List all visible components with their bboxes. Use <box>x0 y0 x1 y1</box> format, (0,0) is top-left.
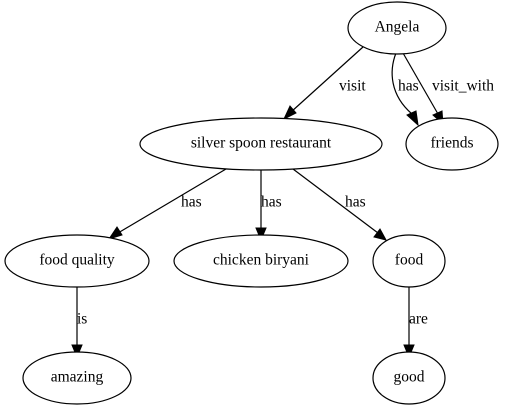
node-shape <box>139 117 383 171</box>
node-amazing: amazing <box>22 351 132 405</box>
edge-arrowhead <box>403 344 415 359</box>
node-food: food <box>372 234 446 288</box>
edge-arrowhead <box>373 228 387 241</box>
edge-label-has: has <box>261 194 282 211</box>
edge-silver-spoon-food: has <box>292 168 387 241</box>
node-shape <box>347 1 447 55</box>
edge-angela-silver-spoon: visit <box>282 46 366 121</box>
edge-food-quality-amazing: is <box>71 287 87 359</box>
node-silver-spoon-restaurant: silver spoon restaurant <box>139 117 383 171</box>
node-shape <box>22 351 132 405</box>
node-shape <box>372 351 446 405</box>
edge-angela-friends-has: has <box>391 52 419 127</box>
edge-arrowhead <box>282 105 297 121</box>
edge-arrowhead <box>255 227 267 242</box>
edge-label-visit-with: visit_with <box>432 78 494 95</box>
node-label: food quality <box>39 252 115 269</box>
edge-silver-spoon-food-quality: has <box>107 168 227 240</box>
node-food-quality: food quality <box>4 234 150 288</box>
node-shape <box>372 234 446 288</box>
node-label: Angela <box>375 19 420 36</box>
edge-label-visit: visit <box>339 78 366 95</box>
node-shape <box>405 117 499 171</box>
edge-food-good: are <box>403 287 428 359</box>
edge-label-has: has <box>398 78 419 95</box>
node-chicken-biryani: chicken biryani <box>173 234 349 288</box>
nodes: Angela silver spoon restaurant friends f… <box>4 1 499 405</box>
node-label: good <box>394 369 425 386</box>
edge-label-has: has <box>345 194 366 211</box>
node-label: amazing <box>51 369 104 386</box>
edge-label-is: is <box>77 311 87 328</box>
edge-arrowhead <box>107 226 123 240</box>
node-shape <box>4 234 150 288</box>
node-shape <box>173 234 349 288</box>
node-label: chicken biryani <box>213 252 310 269</box>
edge-label-has: has <box>181 194 202 211</box>
edge-arrowhead <box>71 344 83 359</box>
edge-silver-spoon-chicken-biryani: has <box>255 170 282 242</box>
node-friends: friends <box>405 117 499 171</box>
edge-label-are: are <box>409 311 428 328</box>
node-label: silver spoon restaurant <box>191 135 332 152</box>
node-angela: Angela <box>347 1 447 55</box>
edge-arrowhead <box>406 110 419 127</box>
node-label: friends <box>430 135 473 152</box>
node-good: good <box>372 351 446 405</box>
edges: visit has visit_with has has <box>71 46 494 359</box>
node-label: food <box>395 252 424 269</box>
